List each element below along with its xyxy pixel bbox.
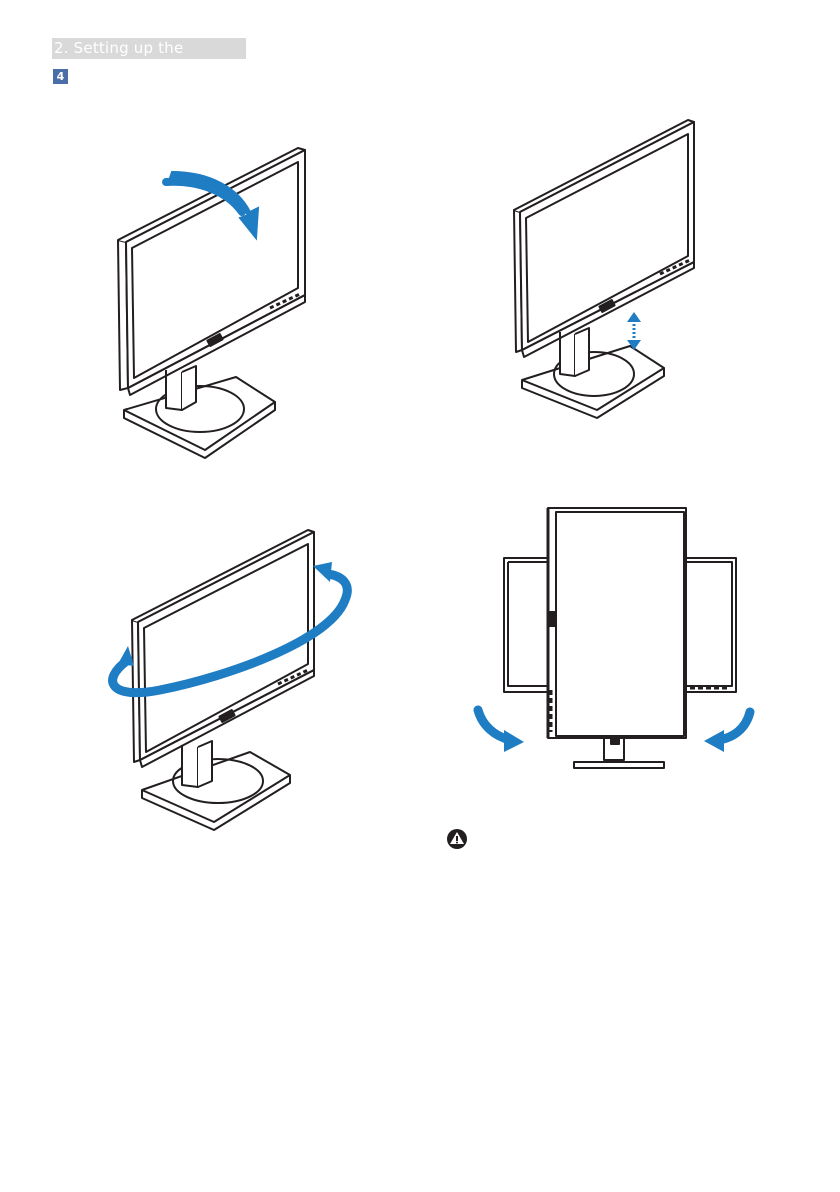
warning-icon [446, 828, 468, 850]
